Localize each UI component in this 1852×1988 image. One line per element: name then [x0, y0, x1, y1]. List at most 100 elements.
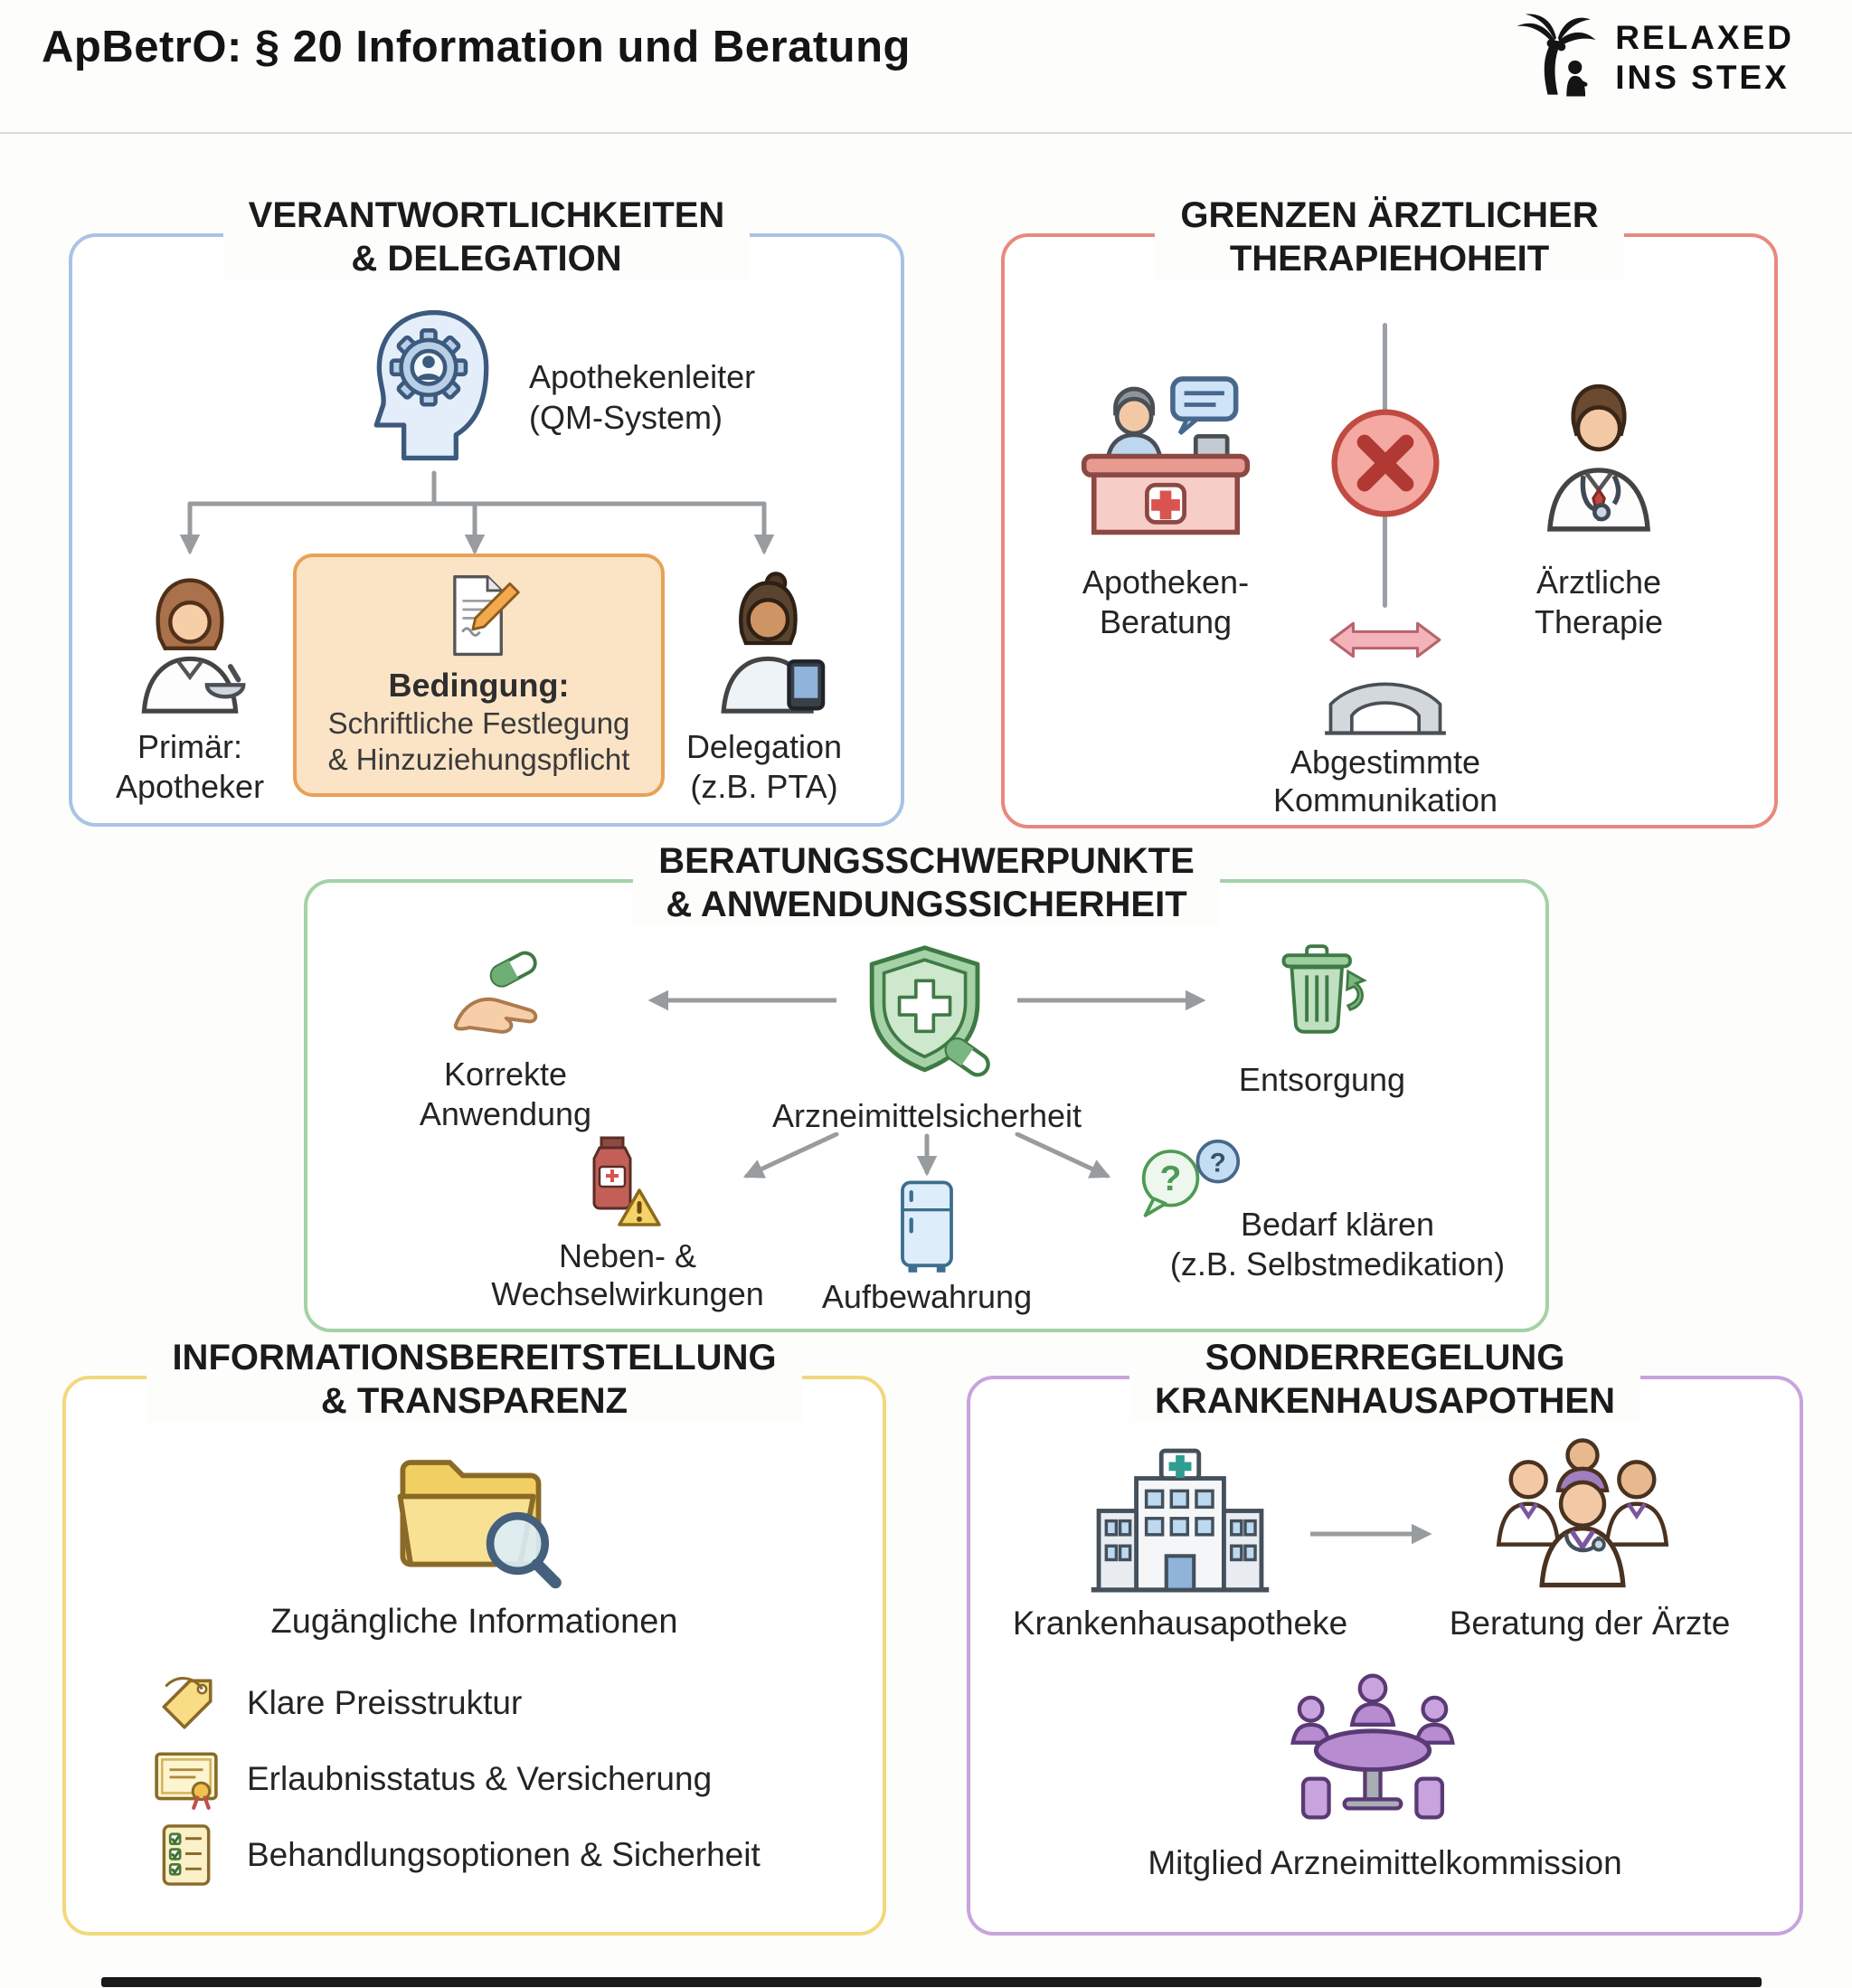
label-delegation-pta: Delegation (z.B. PTA)	[686, 727, 842, 807]
label-aerztliche-therapie: Ärztliche Therapie	[1535, 563, 1663, 642]
x-circle-icon	[1331, 409, 1440, 517]
svg-text:?: ?	[1210, 1148, 1226, 1178]
title-line: SONDERREGELUNG	[1205, 1338, 1565, 1377]
committee-meeting-icon	[1290, 1673, 1455, 1820]
arrow-to-anwendung	[647, 989, 836, 1011]
label-line: (QM-System)	[529, 399, 723, 436]
document-pencil-icon	[452, 575, 520, 657]
palm-tree-icon	[1517, 14, 1596, 97]
head-gear-icon	[373, 309, 489, 461]
bottom-bar	[101, 1977, 1762, 1987]
folder-magnifier-icon	[397, 1460, 562, 1589]
label-krankenhausapotheke: Krankenhausapotheke	[1013, 1604, 1347, 1643]
hand-pill-icon	[453, 951, 538, 1034]
label-line: (z.B. PTA)	[690, 768, 838, 805]
condition-box: Bedingung: Schriftliche Festlegung & Hin…	[293, 554, 665, 797]
label-arzneimittelsicherheit: Arzneimittelsicherheit	[772, 1096, 1082, 1136]
section-title-sonderregelung: SONDERREGELUNG KRANKENHAUSAPOTHEN	[970, 1336, 1800, 1423]
info-row-preisstruktur: Klare Preisstruktur	[153, 1667, 522, 1739]
label-line: Bedarf klären	[1240, 1206, 1435, 1243]
info-row-behandlungsoptionen: Behandlungsoptionen & Sicherheit	[153, 1819, 761, 1891]
section-title-beratung: BERATUNGSSCHWERPUNKTE & ANWENDUNGSSICHER…	[307, 839, 1545, 926]
section-title-information: INFORMATIONSBEREITSTELLUNG & TRANSPARENZ	[66, 1336, 883, 1423]
fridge-icon	[901, 1180, 953, 1273]
medicine-warning-icon	[592, 1136, 661, 1226]
doctors-group-icon	[1496, 1438, 1669, 1588]
page-title: ApBetrO: § 20 Information und Beratung	[42, 23, 911, 71]
logo-line-2: INS STEX	[1615, 59, 1790, 96]
label-line: Korrekte	[443, 1056, 568, 1093]
section-title-grenzen: GRENZEN ÄRZTLICHER THERAPIEHOHEIT	[1005, 194, 1774, 280]
label-line: Wechselwirkungen	[491, 1275, 764, 1312]
label-line: Abgestimmte	[1290, 743, 1481, 781]
label-bedarf-klaeren: Bedarf klären (z.B. Selbstmedikation)	[1170, 1205, 1505, 1284]
title-line: VERANTWORTLICHKEITEN	[248, 195, 725, 235]
label-line: Anwendung	[419, 1095, 592, 1132]
label-line: Apothekenleiter	[529, 358, 756, 395]
label-line: Therapie	[1534, 603, 1664, 640]
label-line: Arzneimittelsicherheit	[771, 1097, 1082, 1134]
title-line: INFORMATIONSBEREITSTELLUNG	[172, 1338, 777, 1377]
label-line: Ärztliche	[1535, 563, 1662, 601]
section-grenzen: GRENZEN ÄRZTLICHER THERAPIEHOHEIT Apothe…	[1001, 194, 1778, 828]
label-line: Delegation	[685, 728, 843, 765]
title-line: KRANKENHAUSAPOTHEN	[1155, 1381, 1615, 1421]
label-line: Aufbewahrung	[821, 1278, 1033, 1315]
label-entsorgung: Entsorgung	[1239, 1060, 1405, 1100]
arrow-hospital-to-doctors	[1310, 1523, 1432, 1545]
condition-line-1: Schriftliche Festlegung	[327, 706, 630, 740]
info-item-label: Klare Preisstruktur	[247, 1684, 523, 1721]
checklist-icon	[162, 1824, 211, 1886]
pharmacy-counter-icon	[1081, 376, 1251, 535]
logo: RELAXED INS STEX	[1508, 11, 1794, 105]
arrow-to-entsorgung	[1017, 989, 1206, 1011]
label-beratung-der-aerzte: Beratung der Ärzte	[1450, 1604, 1731, 1643]
info-row-erlaubnisstatus: Erlaubnisstatus & Versicherung	[153, 1743, 712, 1815]
logo-line-1: RELAXED	[1615, 19, 1794, 57]
pharmacist-mortar-icon	[141, 578, 246, 714]
label-line: Entsorgung	[1238, 1061, 1406, 1098]
certificate-icon	[155, 1752, 218, 1810]
header-divider	[0, 132, 1852, 134]
section-information: INFORMATIONSBEREITSTELLUNG & TRANSPARENZ…	[62, 1336, 886, 1936]
pta-tablet-icon	[721, 572, 826, 714]
condition-line-2: & Hinzuziehungspflicht	[327, 743, 630, 776]
info-item-label: Behandlungsoptionen & Sicherheit	[247, 1836, 761, 1873]
svg-text:?: ?	[1160, 1160, 1182, 1198]
label-apothekenleiter: Apothekenleiter (QM-System)	[529, 356, 755, 438]
title-line: & ANWENDUNGSSICHERHEIT	[666, 885, 1187, 924]
bridge-icon	[1325, 682, 1446, 735]
question-bubbles-icon: ? ?	[1141, 1139, 1241, 1217]
info-item-label: Erlaubnisstatus & Versicherung	[247, 1760, 713, 1797]
title-line: BERATUNGSSCHWERPUNKTE	[658, 841, 1195, 881]
hospital-icon	[1091, 1448, 1270, 1593]
logo-text: RELAXED INS STEX	[1615, 18, 1794, 97]
label-line: Primär:	[137, 728, 242, 765]
trash-disposal-icon	[1281, 944, 1367, 1034]
label-line: (z.B. Selbstmedikation)	[1169, 1245, 1506, 1283]
shield-cross-icon	[869, 945, 990, 1077]
label-korrekte-anwendung: Korrekte Anwendung	[420, 1055, 591, 1134]
label-abgestimmte-kommunikation: Abgestimmte Kommunikation	[1273, 743, 1498, 819]
label-aufbewahrung: Aufbewahrung	[822, 1277, 1032, 1317]
label-line: Apotheker	[115, 768, 265, 805]
label-line: Beratung der Ärzte	[1449, 1605, 1731, 1642]
title-line: & DELEGATION	[351, 239, 622, 279]
section-verantwortlichkeiten: VERANTWORTLICHKEITEN & DELEGATION A	[69, 194, 904, 827]
label-line: Krankenhausapotheke	[1012, 1605, 1348, 1642]
section-sonderregelung: SONDERREGELUNG KRANKENHAUSAPOTHEN	[967, 1336, 1803, 1936]
label-line: Beratung	[1099, 603, 1233, 640]
title-line: THERAPIEHOHEIT	[1229, 239, 1550, 279]
label-line: Neben- &	[558, 1237, 697, 1274]
doctor-icon	[1547, 383, 1650, 532]
section-title-verantwortlichkeiten: VERANTWORTLICHKEITEN & DELEGATION	[72, 194, 901, 280]
label-primaer-apotheker: Primär: Apotheker	[116, 727, 264, 807]
branch-arrows	[179, 470, 775, 555]
label-line: Kommunikation	[1272, 781, 1498, 819]
label-zugaengliche-informationen: Zugängliche Informationen	[270, 1603, 678, 1641]
arrows-to-lower-items	[742, 1132, 1111, 1179]
label-line: Apotheken-	[1082, 563, 1250, 601]
condition-title: Bedingung:	[388, 667, 570, 704]
double-arrow-icon	[1329, 621, 1441, 658]
